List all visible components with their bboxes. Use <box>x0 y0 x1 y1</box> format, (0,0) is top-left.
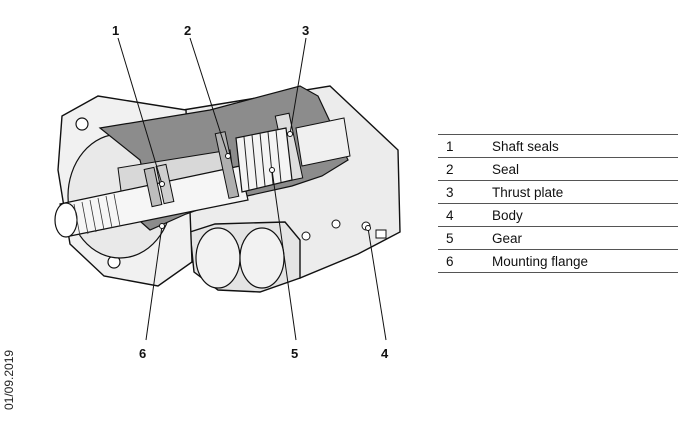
leader-4 <box>367 227 387 341</box>
legend-number: 1 <box>446 138 454 154</box>
legend-row: 6 Mounting flange <box>438 249 678 273</box>
document-date: 01/09.2019 <box>2 349 16 410</box>
body-port-1 <box>301 231 311 241</box>
shaft-splined-end <box>54 202 78 238</box>
leader-lines <box>117 37 387 341</box>
shaft-seal-ring-a <box>143 166 163 208</box>
leader-dot-3 <box>287 131 293 137</box>
legend-row: 5 Gear <box>438 226 678 250</box>
callout-4: 4 <box>381 346 389 361</box>
legend-row: 1 Shaft seals <box>438 134 678 158</box>
lower-lobe-left <box>195 227 241 289</box>
callout-2: 2 <box>184 23 191 38</box>
callout-6: 6 <box>139 346 146 361</box>
callout-3: 3 <box>302 23 309 38</box>
flange-bolt-hole-top <box>75 117 89 131</box>
legend-row: 4 Body <box>438 203 678 227</box>
callout-5: 5 <box>291 346 298 361</box>
legend-number: 4 <box>446 207 454 223</box>
legend-number: 3 <box>446 184 454 200</box>
leader-1 <box>117 37 163 185</box>
legend-number: 2 <box>446 161 454 177</box>
gear <box>235 127 293 193</box>
legend-label: Mounting flange <box>492 253 589 269</box>
body-notch <box>375 229 387 239</box>
legend-row: 2 Seal <box>438 157 678 181</box>
leader-dot-5 <box>269 167 275 173</box>
legend-row: 3 Thrust plate <box>438 180 678 204</box>
leader-6 <box>145 225 163 341</box>
leader-dot-6 <box>159 223 165 229</box>
parts-legend-table: 1 Shaft seals 2 Seal 3 Thrust plate 4 Body 5… <box>438 134 678 273</box>
gear-teeth <box>243 129 282 191</box>
leader-2 <box>189 37 229 157</box>
lower-lobe-right <box>239 227 285 289</box>
rear-shaft <box>295 117 351 167</box>
legend-label: Body <box>492 207 523 223</box>
legend-number: 6 <box>446 253 454 269</box>
callout-1: 1 <box>112 23 119 38</box>
legend-number: 5 <box>446 230 454 246</box>
legend-label: Gear <box>492 230 523 246</box>
body-port-2 <box>331 219 341 229</box>
leader-dot-4 <box>365 225 371 231</box>
leader-5 <box>271 169 297 341</box>
legend-label: Thrust plate <box>492 184 564 200</box>
legend-label: Shaft seals <box>492 138 559 154</box>
leader-3 <box>289 37 307 135</box>
legend-label: Seal <box>492 161 520 177</box>
leader-dot-2 <box>225 153 231 159</box>
leader-dot-1 <box>159 181 165 187</box>
shaft-splines <box>73 193 121 237</box>
